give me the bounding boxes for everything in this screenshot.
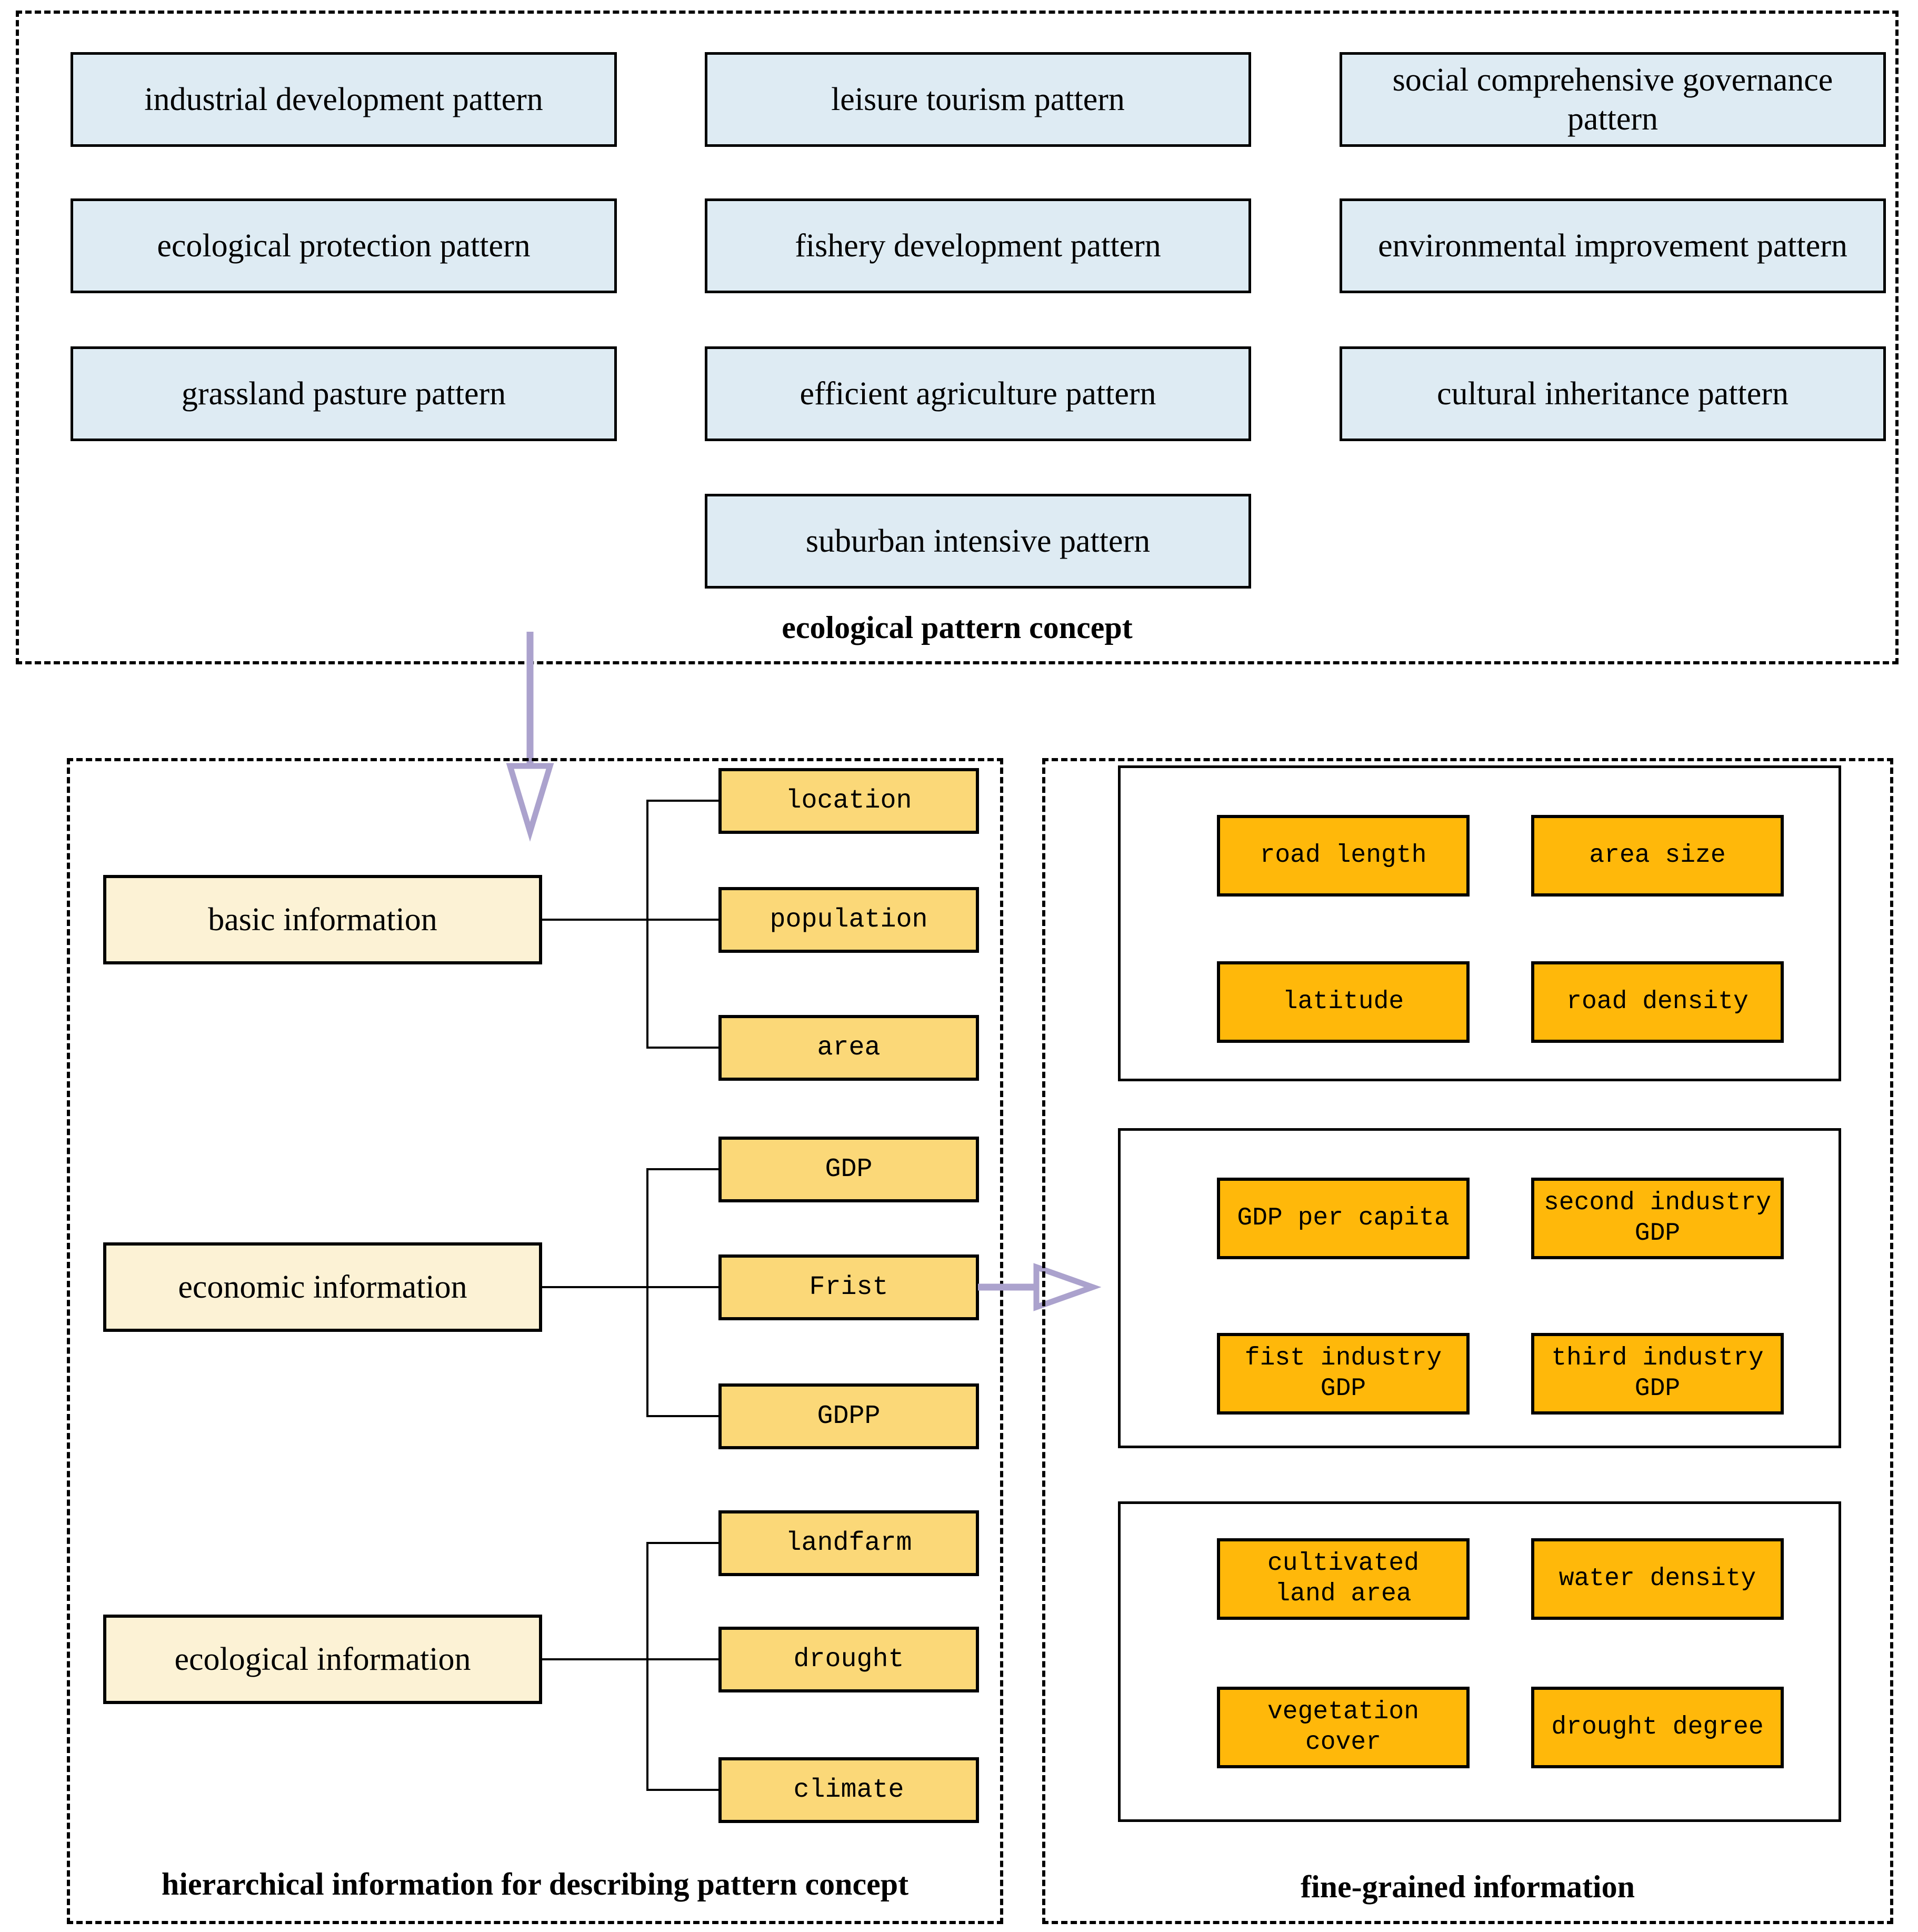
fg-item-third-industry-gdp: third industry GDP	[1531, 1333, 1784, 1415]
concept-caption: ecological pattern concept	[782, 610, 1133, 645]
connector-line	[646, 800, 648, 1049]
concept-box-ecological-protection: ecological protection pattern	[71, 198, 617, 293]
concept-box-environmental-improvement: environmental improvement pattern	[1340, 198, 1886, 293]
connector-line	[647, 800, 718, 802]
child-box-area: area	[718, 1015, 979, 1081]
child-box-gdpp: GDPP	[718, 1383, 979, 1449]
child-box-location: location	[718, 768, 979, 834]
fg-item-drought-degree: drought degree	[1531, 1687, 1784, 1768]
connector-line	[647, 1542, 718, 1544]
child-box-landfarm: landfarm	[718, 1510, 979, 1576]
concept-box-fishery-development: fishery development pattern	[705, 198, 1251, 293]
fine-grained-dashed-container	[1042, 758, 1893, 1924]
fg-item-second-industry-gdp: second industry GDP	[1531, 1178, 1784, 1259]
fine-grained-caption: fine-grained information	[1301, 1869, 1635, 1904]
right-arrow-icon	[978, 1263, 1102, 1311]
connector-line	[542, 919, 718, 921]
child-box-population: population	[718, 887, 979, 953]
concept-box-social-governance: social comprehensive governance pattern	[1340, 52, 1886, 147]
connector-line	[542, 1658, 718, 1660]
fg-item-road-length: road length	[1217, 815, 1470, 897]
connector-line	[647, 1047, 718, 1049]
connector-line	[647, 1415, 718, 1417]
concept-dashed-container	[16, 11, 1899, 664]
child-box-frist: Frist	[718, 1254, 979, 1320]
concept-box-grassland-pasture: grassland pasture pattern	[71, 346, 617, 441]
connector-line	[646, 1542, 648, 1791]
fg-item-water-density: water density	[1531, 1538, 1784, 1620]
child-box-gdp: GDP	[718, 1137, 979, 1202]
hierarchy-caption: hierarchical information for describing …	[161, 1867, 909, 1901]
parent-box-basic-information: basic information	[103, 875, 542, 964]
connector-line	[646, 1168, 648, 1417]
parent-box-economic-information: economic information	[103, 1242, 542, 1332]
concept-box-efficient-agriculture: efficient agriculture pattern	[705, 346, 1251, 441]
connector-line	[647, 1168, 718, 1170]
fg-item-gdp-per-capita: GDP per capita	[1217, 1178, 1470, 1259]
child-box-drought: drought	[718, 1627, 979, 1692]
fg-item-fist-industry-gdp: fist industry GDP	[1217, 1333, 1470, 1415]
concept-box-cultural-inheritance: cultural inheritance pattern	[1340, 346, 1886, 441]
fg-item-vegetation-cover: vegetation cover	[1217, 1687, 1470, 1768]
fg-item-area-size: area size	[1531, 815, 1784, 897]
fg-item-latitude: latitude	[1217, 961, 1470, 1043]
parent-box-ecological-information: ecological information	[103, 1615, 542, 1704]
concept-box-leisure-tourism: leisure tourism pattern	[705, 52, 1251, 147]
fg-item-road-density: road density	[1531, 961, 1784, 1043]
concept-box-suburban-intensive: suburban intensive pattern	[705, 494, 1251, 589]
connector-line	[542, 1286, 718, 1288]
hierarchy-dashed-container	[67, 758, 1003, 1924]
down-arrow-icon	[506, 632, 554, 842]
fg-item-cultivated-land-area: cultivated land area	[1217, 1538, 1470, 1620]
connector-line	[647, 1789, 718, 1791]
child-box-climate: climate	[718, 1757, 979, 1823]
concept-box-industrial-development: industrial development pattern	[71, 52, 617, 147]
